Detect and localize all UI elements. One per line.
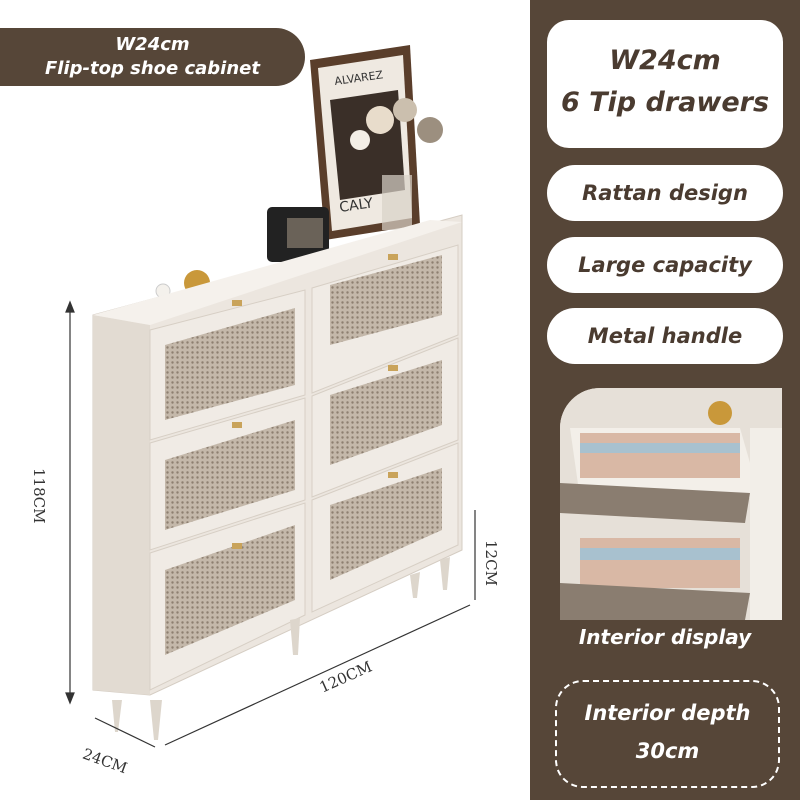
drawers (149, 244, 459, 691)
feature-large-capacity: Large capacity (547, 237, 783, 293)
leg-height-dimension: 12CM (482, 540, 500, 586)
poster-text-bottom: CALY (338, 195, 374, 216)
flowers (350, 98, 443, 230)
interior-display-label: Interior display (578, 625, 752, 649)
interior-depth-box: Interior depth 30cm (555, 680, 780, 788)
drawer-handles (232, 254, 398, 549)
banner-line-2: Flip-top shoe cabinet (45, 58, 260, 79)
radio (267, 207, 329, 262)
headline-card: W24cm 6 Tip drawers (547, 20, 783, 148)
shoe-rows (580, 433, 740, 588)
interior-depth-value: 30cm (635, 739, 700, 763)
title-banner: W24cm Flip-top shoe cabinet (0, 28, 305, 86)
legs (112, 557, 450, 740)
headline-drawers: 6 Tip drawers (560, 87, 770, 118)
feature-metal-handle: Metal handle (547, 308, 783, 364)
feature-rattan-design: Rattan design (547, 165, 783, 221)
interior-photo (560, 388, 782, 620)
height-dimension: 118CM (30, 468, 48, 524)
headline-width: W24cm (609, 45, 721, 76)
dimension-lines (65, 300, 476, 748)
feature-panel: W24cm 6 Tip drawers Rattan design Large … (530, 0, 800, 800)
interior-depth-label: Interior depth (584, 701, 751, 725)
cabinet-illustration: ALVAREZ CALY (65, 45, 476, 748)
banner-line-1: W24cm (115, 34, 190, 55)
